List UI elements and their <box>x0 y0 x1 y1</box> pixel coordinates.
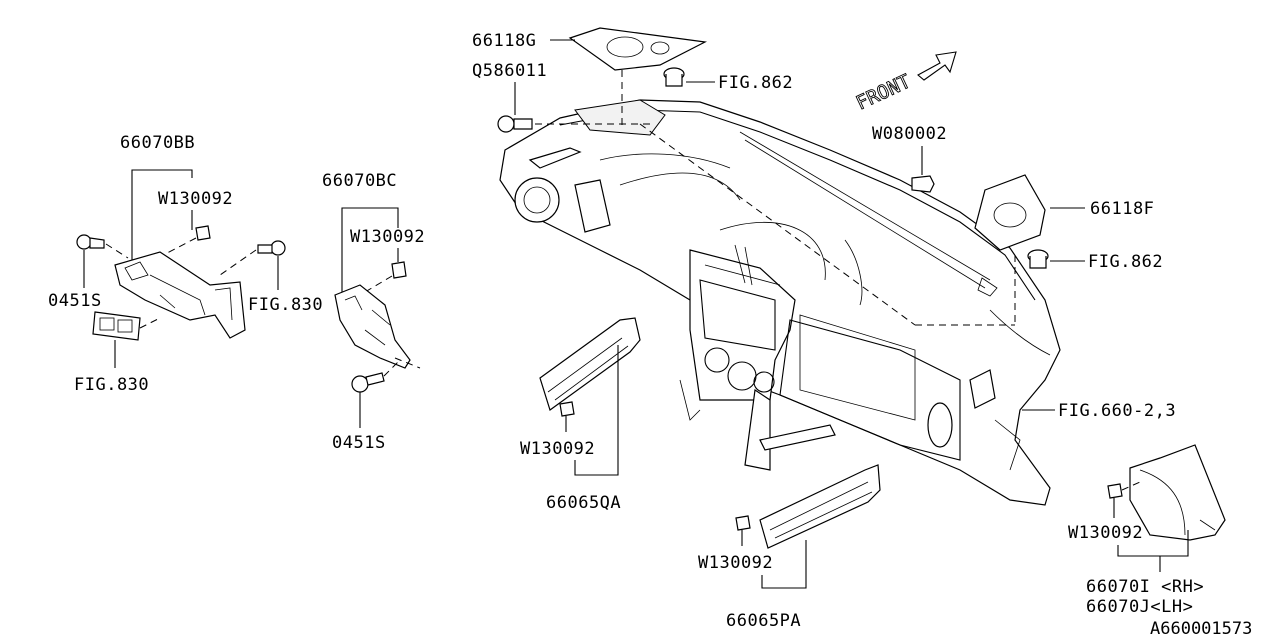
callout-66118F[interactable]: 66118F <box>1090 199 1154 219</box>
part-66118G[interactable] <box>568 27 707 71</box>
front-label: FRONT <box>853 70 914 114</box>
callout-W130092-PA[interactable]: W130092 <box>698 553 773 573</box>
switch-fig830[interactable] <box>92 311 141 341</box>
callout-W080002[interactable]: W080002 <box>872 124 947 144</box>
clip-W130092-left[interactable] <box>195 225 211 241</box>
clip-W130092-mid[interactable] <box>391 261 407 279</box>
callout-W130092-mid[interactable]: W130092 <box>350 227 425 247</box>
clip-fig862-top[interactable] <box>663 67 685 87</box>
clip-W130092-QA[interactable] <box>559 401 575 417</box>
screw-0451S-mid[interactable] <box>351 372 385 393</box>
callout-fig830-bottom[interactable]: FIG.830 <box>74 375 149 395</box>
part-66070I-66070J[interactable] <box>1129 444 1226 541</box>
clip-fig862-right[interactable] <box>1027 249 1049 269</box>
callout-0451S-left[interactable]: 0451S <box>48 291 102 311</box>
part-66065PA[interactable] <box>759 464 881 549</box>
instrument-panel <box>499 99 1061 506</box>
callout-0451S-mid[interactable]: 0451S <box>332 433 386 453</box>
clip-W130092-PA[interactable] <box>735 515 751 531</box>
part-66118F[interactable] <box>974 174 1046 251</box>
part-66070BC[interactable] <box>334 284 411 369</box>
callout-66070I[interactable]: 66070I <RH> <box>1086 577 1204 597</box>
callout-fig862-right[interactable]: FIG.862 <box>1088 252 1163 272</box>
diagram-id: A660001573 <box>1150 619 1252 639</box>
callout-66065QA[interactable]: 66065QA <box>546 493 621 513</box>
screw-fig830-right[interactable] <box>257 240 286 256</box>
part-66065QA[interactable] <box>539 317 641 411</box>
part-66070BB[interactable] <box>114 251 246 339</box>
callout-Q586011[interactable]: Q586011 <box>472 61 547 81</box>
callout-66070BC[interactable]: 66070BC <box>322 171 397 191</box>
callout-66118G[interactable]: 66118G <box>472 31 536 51</box>
callout-fig862-top[interactable]: FIG.862 <box>718 73 793 93</box>
clip-W130092-right[interactable] <box>1107 483 1123 499</box>
callout-W130092-left[interactable]: W130092 <box>158 189 233 209</box>
callout-66070BB[interactable]: 66070BB <box>120 133 195 153</box>
callout-fig660[interactable]: FIG.660-2,3 <box>1058 401 1176 421</box>
plug-W080002[interactable] <box>911 175 935 193</box>
callout-66065PA[interactable]: 66065PA <box>726 611 801 631</box>
screw-0451S-left[interactable] <box>76 234 105 250</box>
callout-fig830-right[interactable]: FIG.830 <box>248 295 323 315</box>
callout-W130092-QA[interactable]: W130092 <box>520 439 595 459</box>
front-direction-arrow: FRONT <box>852 51 957 115</box>
bolt-Q586011[interactable] <box>497 115 533 133</box>
callout-W130092-right[interactable]: W130092 <box>1068 523 1143 543</box>
callout-66070J[interactable]: 66070J<LH> <box>1086 597 1193 617</box>
